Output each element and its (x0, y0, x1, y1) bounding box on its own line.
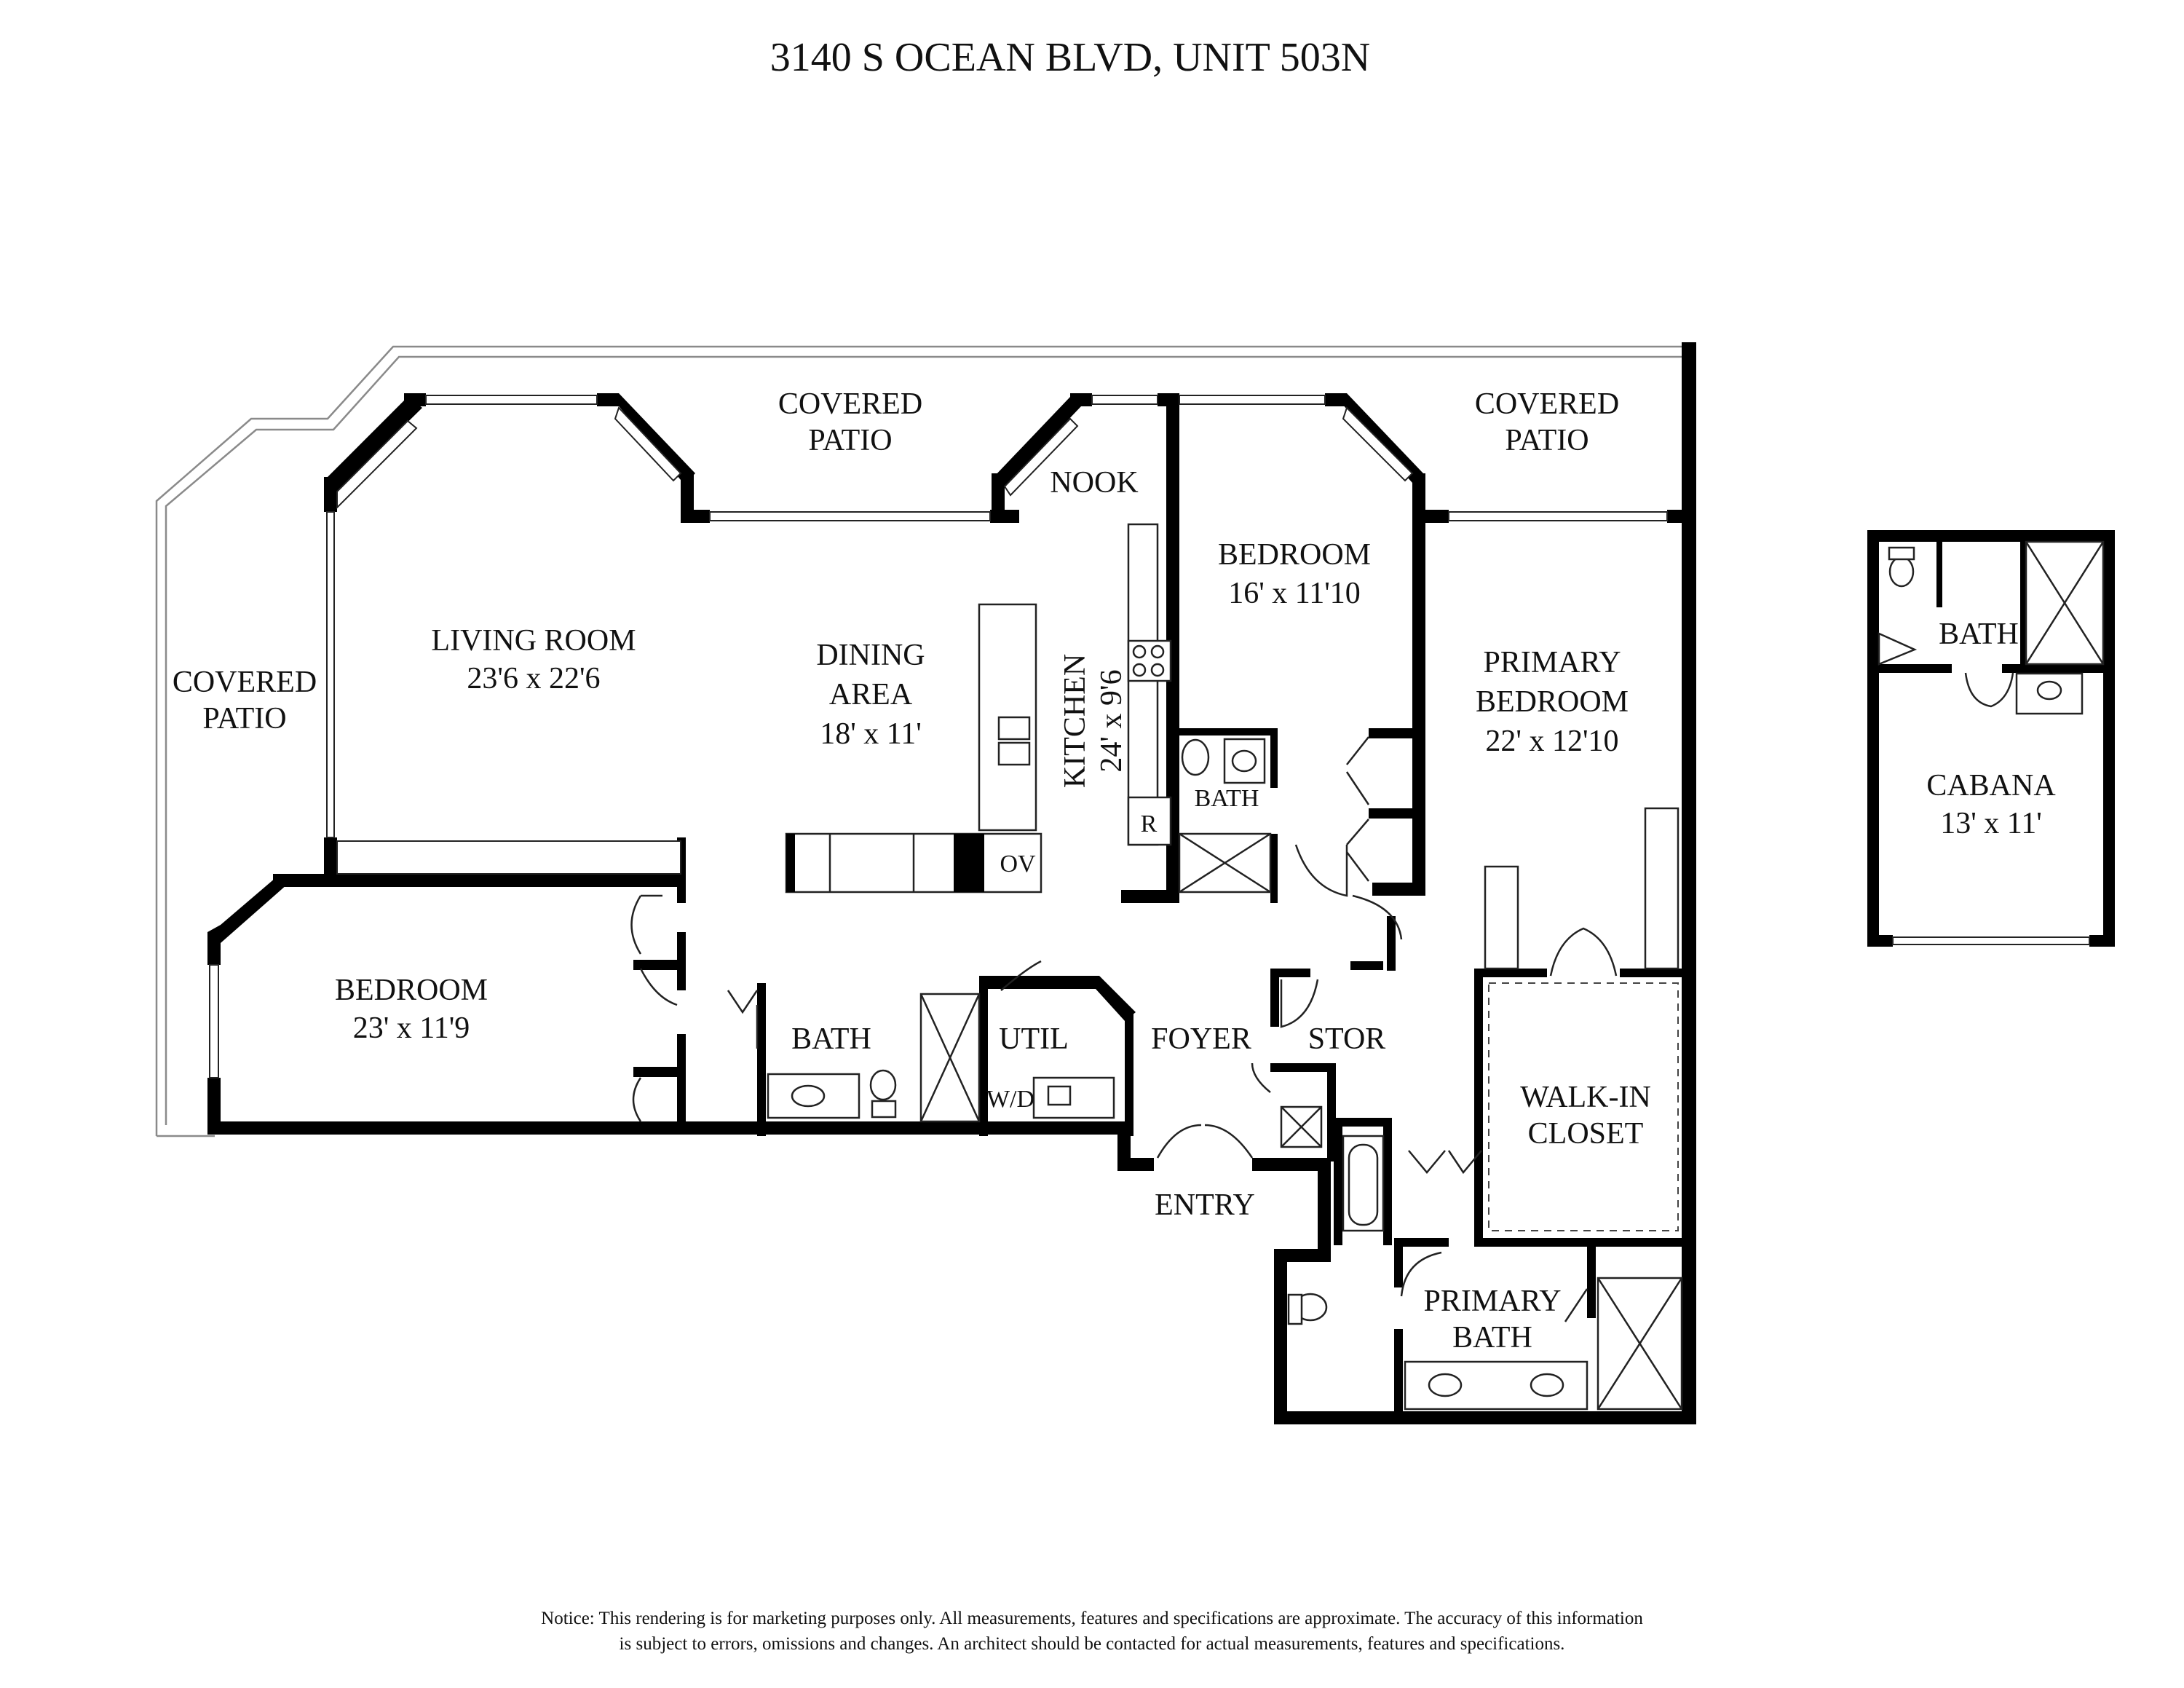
label-cabana: CABANA (1926, 769, 2056, 802)
kitchen-fixtures (785, 523, 1172, 894)
kitchen-label-group: KITCHEN 24' x 9'6 (1059, 654, 1128, 788)
label-patio-left-2: PATIO (202, 702, 286, 735)
bath-fixtures (630, 736, 1683, 1411)
label-living-room-size: 23'6 x 22'6 (467, 662, 600, 695)
label-dining-2: AREA (829, 678, 913, 711)
label-bedroom-top-size: 16' x 11'10 (1228, 577, 1361, 610)
label-wd: W/D (986, 1086, 1034, 1113)
label-primary-bedroom-1: PRIMARY (1483, 646, 1621, 679)
label-ov: OV (1000, 851, 1036, 877)
room-labels: COVERED PATIO COVERED PATIO COVERED PATI… (173, 387, 2057, 1354)
label-bath-top: BATH (1195, 785, 1259, 812)
label-patio-top-right-1: COVERED (1475, 387, 1619, 421)
label-bath-left: BATH (791, 1022, 871, 1056)
label-r: R (1141, 811, 1158, 837)
label-primary-bedroom-size: 22' x 12'10 (1485, 725, 1618, 758)
label-dining-1: DINING (816, 639, 925, 672)
windows (209, 395, 1668, 1078)
label-bedroom-left: BEDROOM (335, 974, 488, 1007)
cabana-fixtures (1878, 540, 2105, 715)
main-walls (207, 342, 1696, 1424)
plan-title: 3140 S OCEAN BLVD, UNIT 503N (770, 35, 1371, 80)
label-walk-in-2: CLOSET (1528, 1117, 1644, 1151)
label-patio-left-1: COVERED (173, 666, 317, 699)
label-primary-bath-1: PRIMARY (1423, 1285, 1561, 1318)
label-walk-in-1: WALK-IN (1520, 1081, 1651, 1114)
label-patio-top-left-2: PATIO (808, 424, 892, 457)
label-primary-bath-2: BATH (1452, 1321, 1532, 1354)
label-primary-bedroom-2: BEDROOM (1476, 685, 1629, 719)
label-kitchen-size: 24' x 9'6 (1095, 669, 1128, 772)
label-patio-top-left-1: COVERED (778, 387, 922, 421)
label-foyer: FOYER (1151, 1022, 1251, 1056)
label-dining-size: 18' x 11' (820, 717, 922, 751)
label-bedroom-top: BEDROOM (1218, 538, 1371, 572)
label-entry: ENTRY (1155, 1188, 1255, 1222)
label-nook: NOOK (1050, 466, 1138, 500)
notice-line-1: Notice: This rendering is for marketing … (541, 1609, 1643, 1628)
cabana-walls (1867, 530, 2115, 947)
notice-line-2: is subject to errors, omissions and chan… (620, 1634, 1565, 1654)
label-patio-top-right-2: PATIO (1505, 424, 1588, 457)
label-cabana-bath: BATH (1939, 618, 2019, 651)
label-cabana-size: 13' x 11' (1940, 807, 2042, 840)
label-bedroom-left-size: 23' x 11'9 (353, 1011, 470, 1045)
label-util: UTIL (999, 1022, 1069, 1056)
label-stor: STOR (1308, 1022, 1386, 1056)
label-living-room: LIVING ROOM (431, 624, 636, 658)
label-kitchen: KITCHEN (1059, 654, 1092, 788)
